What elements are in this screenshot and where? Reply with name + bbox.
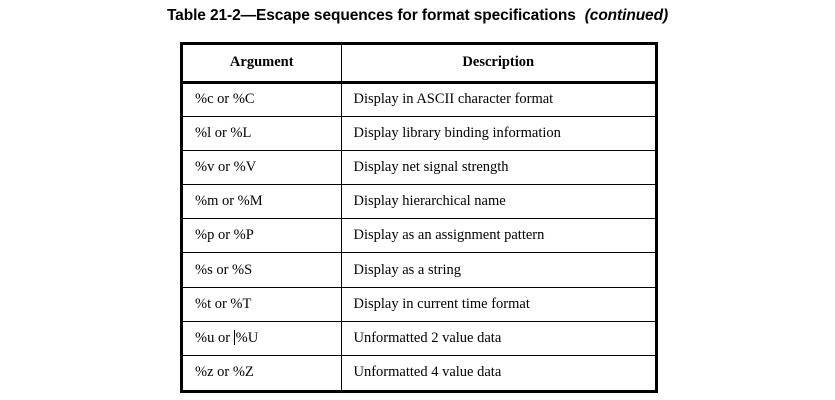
cell-description: Display net signal strength <box>341 149 655 185</box>
table-caption-continued: (continued) <box>584 7 669 24</box>
escape-sequences-table: Argument Description %c or %C Display in … <box>180 42 658 393</box>
cell-description: Display as a string <box>341 252 655 288</box>
cell-description: Display library binding information <box>341 115 655 151</box>
table-caption-main: Table 21-2—Escape sequences for format s… <box>166 7 576 24</box>
cell-description: Unformatted 2 value data <box>341 320 655 356</box>
column-header-argument: Argument <box>183 45 342 84</box>
cell-argument: %u or %U <box>183 320 342 356</box>
cell-argument: %p or %P <box>183 218 342 253</box>
table: Argument Description %c or %C Display in … <box>183 45 655 390</box>
cell-description: Display in current time format <box>341 286 655 322</box>
cell-description: Unformatted 4 value data <box>341 354 655 390</box>
cell-description: Display hierarchical name <box>341 184 655 219</box>
text-caret <box>233 329 235 345</box>
cell-argument: %s or %S <box>183 252 342 288</box>
table-caption: Table 21-2—Escape sequences for format s… <box>0 6 835 25</box>
column-header-description: Description <box>341 45 655 84</box>
cell-argument: %z or %Z <box>183 354 342 390</box>
cell-argument: %m or %M <box>183 184 342 219</box>
cell-argument: %t or %T <box>183 286 342 322</box>
cell-description: Display as an assignment pattern <box>341 218 655 253</box>
table-header: Argument Description <box>183 45 655 84</box>
cell-argument: %l or %L <box>183 115 342 151</box>
table-header-row: Argument Description <box>183 45 655 84</box>
cell-argument: %v or %V <box>183 149 342 185</box>
table-body: %c or %C Display in ASCII character forma… <box>183 82 655 390</box>
cell-description: Display in ASCII character format <box>353 91 554 108</box>
table-row: %c or %C Display in ASCII character forma… <box>183 82 655 117</box>
cell-argument: %c or %C <box>183 82 342 117</box>
